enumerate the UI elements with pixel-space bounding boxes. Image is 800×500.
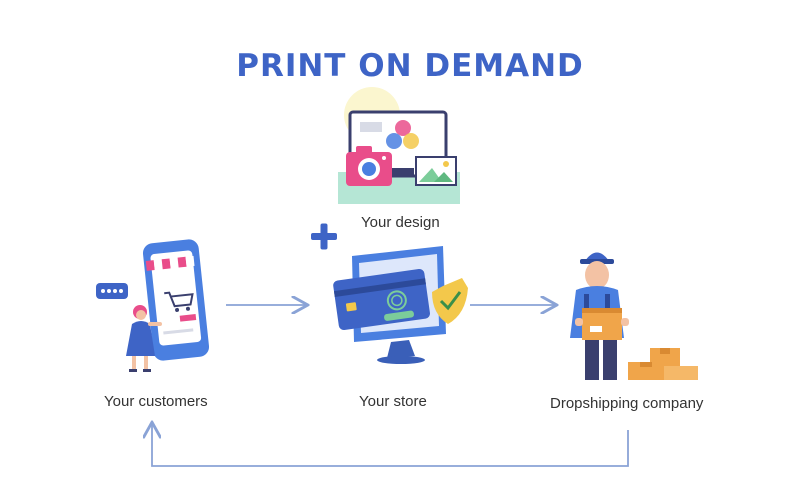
plus-icon bbox=[311, 223, 337, 250]
design-monitor-camera-icon bbox=[338, 87, 460, 204]
node-label-customers: Your customers bbox=[104, 393, 208, 410]
node-label-design: Your design bbox=[361, 214, 440, 231]
node-label-store: Your store bbox=[359, 393, 427, 410]
delivery-man-boxes-icon bbox=[570, 252, 698, 380]
diagram-title: PRINT ON DEMAND bbox=[236, 48, 584, 84]
arrow-dropshipping-to-customers bbox=[152, 424, 629, 467]
online-store-monitor-icon bbox=[333, 246, 468, 364]
mobile-shop-customer-icon bbox=[96, 239, 210, 372]
node-label-dropshipping: Dropshipping company bbox=[550, 395, 704, 412]
